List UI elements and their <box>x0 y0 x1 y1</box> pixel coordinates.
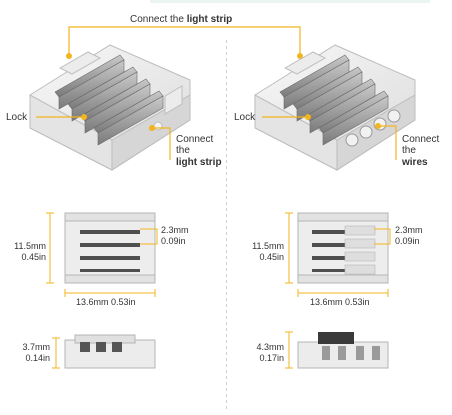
left-top-view <box>64 212 156 284</box>
callout-dot <box>297 53 303 59</box>
left-lock-label: Lock <box>6 112 28 123</box>
right-height-mm: 11.5mm <box>252 241 284 251</box>
right-pitch-in: 0.09in <box>395 236 420 246</box>
callout-dot <box>149 125 155 131</box>
left-thickness-mm: 3.7mm <box>22 342 50 352</box>
callout-dot <box>81 114 87 120</box>
left-side-label-bold: light strip <box>176 157 222 168</box>
right-side-label-line2: the <box>402 145 416 156</box>
left-side-dim-lines <box>52 337 60 369</box>
right-connector-3d <box>254 44 416 171</box>
right-width-dim: 13.6mm 0.53in <box>310 297 370 307</box>
left-top-dim-lines <box>46 212 158 297</box>
left-width-dim: 13.6mm 0.53in <box>76 297 136 307</box>
left-pitch-in: 0.09in <box>161 236 186 246</box>
left-connector-3d <box>29 44 191 171</box>
right-side-label-bold: wires <box>402 157 428 168</box>
right-lock-label: Lock <box>234 112 256 123</box>
left-side-label-line2: the <box>176 145 190 156</box>
right-thickness-mm: 4.3mm <box>256 342 284 352</box>
top-accent-line <box>150 0 430 3</box>
left-side-label-line1: Connect <box>176 134 214 145</box>
right-side-dim-lines <box>285 331 293 369</box>
right-side-label-line1: Connect <box>402 134 440 145</box>
right-top-dim-lines <box>285 212 391 297</box>
right-pitch-mm: 2.3mm <box>395 225 423 235</box>
left-pitch-mm: 2.3mm <box>161 225 189 235</box>
left-side-view <box>64 334 156 369</box>
callout-dot <box>375 123 381 129</box>
center-divider <box>226 40 227 410</box>
left-height-in: 0.45in <box>21 252 46 262</box>
left-height-mm: 11.5mm <box>14 241 46 251</box>
right-thickness-in: 0.17in <box>259 353 284 363</box>
right-height-in: 0.45in <box>259 252 284 262</box>
callout-dot <box>305 114 311 120</box>
right-callout-leaders <box>262 116 397 160</box>
top-callout-label: Connect the light strip <box>130 14 233 25</box>
top-callout-leaders <box>68 26 301 55</box>
right-top-view <box>297 212 389 284</box>
callout-dot <box>66 53 72 59</box>
right-side-view <box>297 332 389 369</box>
left-callout-leaders <box>36 116 171 160</box>
left-thickness-in: 0.14in <box>25 353 50 363</box>
